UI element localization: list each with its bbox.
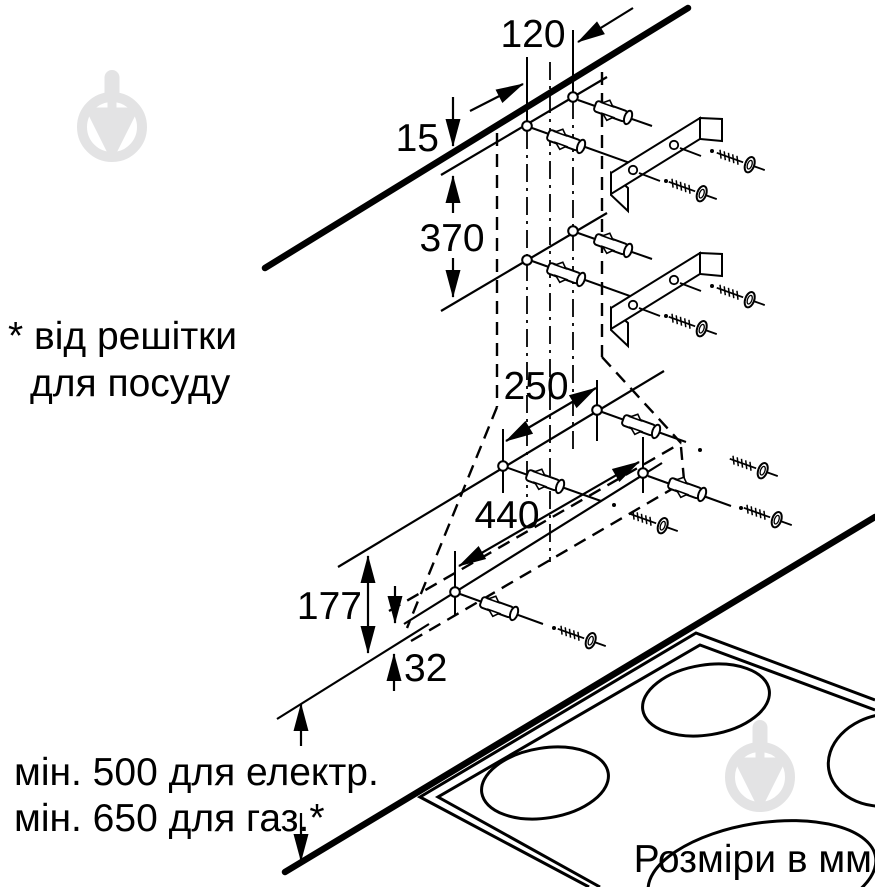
mounting-holes	[449, 91, 649, 598]
clearance-electric-label: мін. 500 для електр.	[14, 751, 379, 794]
dimension-arrows	[293, 7, 640, 862]
cooktop	[416, 631, 875, 887]
units-label: Розміри в мм	[634, 838, 872, 881]
wall-top-edge-line	[261, 4, 692, 272]
watermark-icon	[82, 70, 142, 157]
dimension-label-bottom-offset: 32	[404, 647, 447, 690]
burner	[641, 662, 771, 738]
clearance-gas-label: мін. 650 для газ.*	[14, 797, 325, 840]
wall-plug-icons	[476, 95, 710, 626]
dimension-label-top-width: 120	[500, 13, 565, 56]
leader-dots	[552, 149, 743, 630]
burner	[826, 712, 875, 808]
hole-row4-line	[403, 462, 663, 625]
dimension-label-wall-gap: 15	[396, 117, 439, 160]
footnote-line1: * від решітки	[8, 315, 237, 358]
dimension-label-row-spacing: 370	[419, 217, 484, 260]
dimension-label-mid-width: 250	[503, 365, 568, 408]
burner	[646, 819, 875, 887]
burner	[480, 745, 610, 821]
watermark-icon	[730, 720, 790, 807]
dimension-label-hood-height: 177	[297, 585, 362, 628]
dimension-label-lower-width: 440	[474, 494, 539, 537]
footnote-line2: для посуду	[30, 362, 231, 405]
counter-edge-line	[281, 513, 875, 876]
